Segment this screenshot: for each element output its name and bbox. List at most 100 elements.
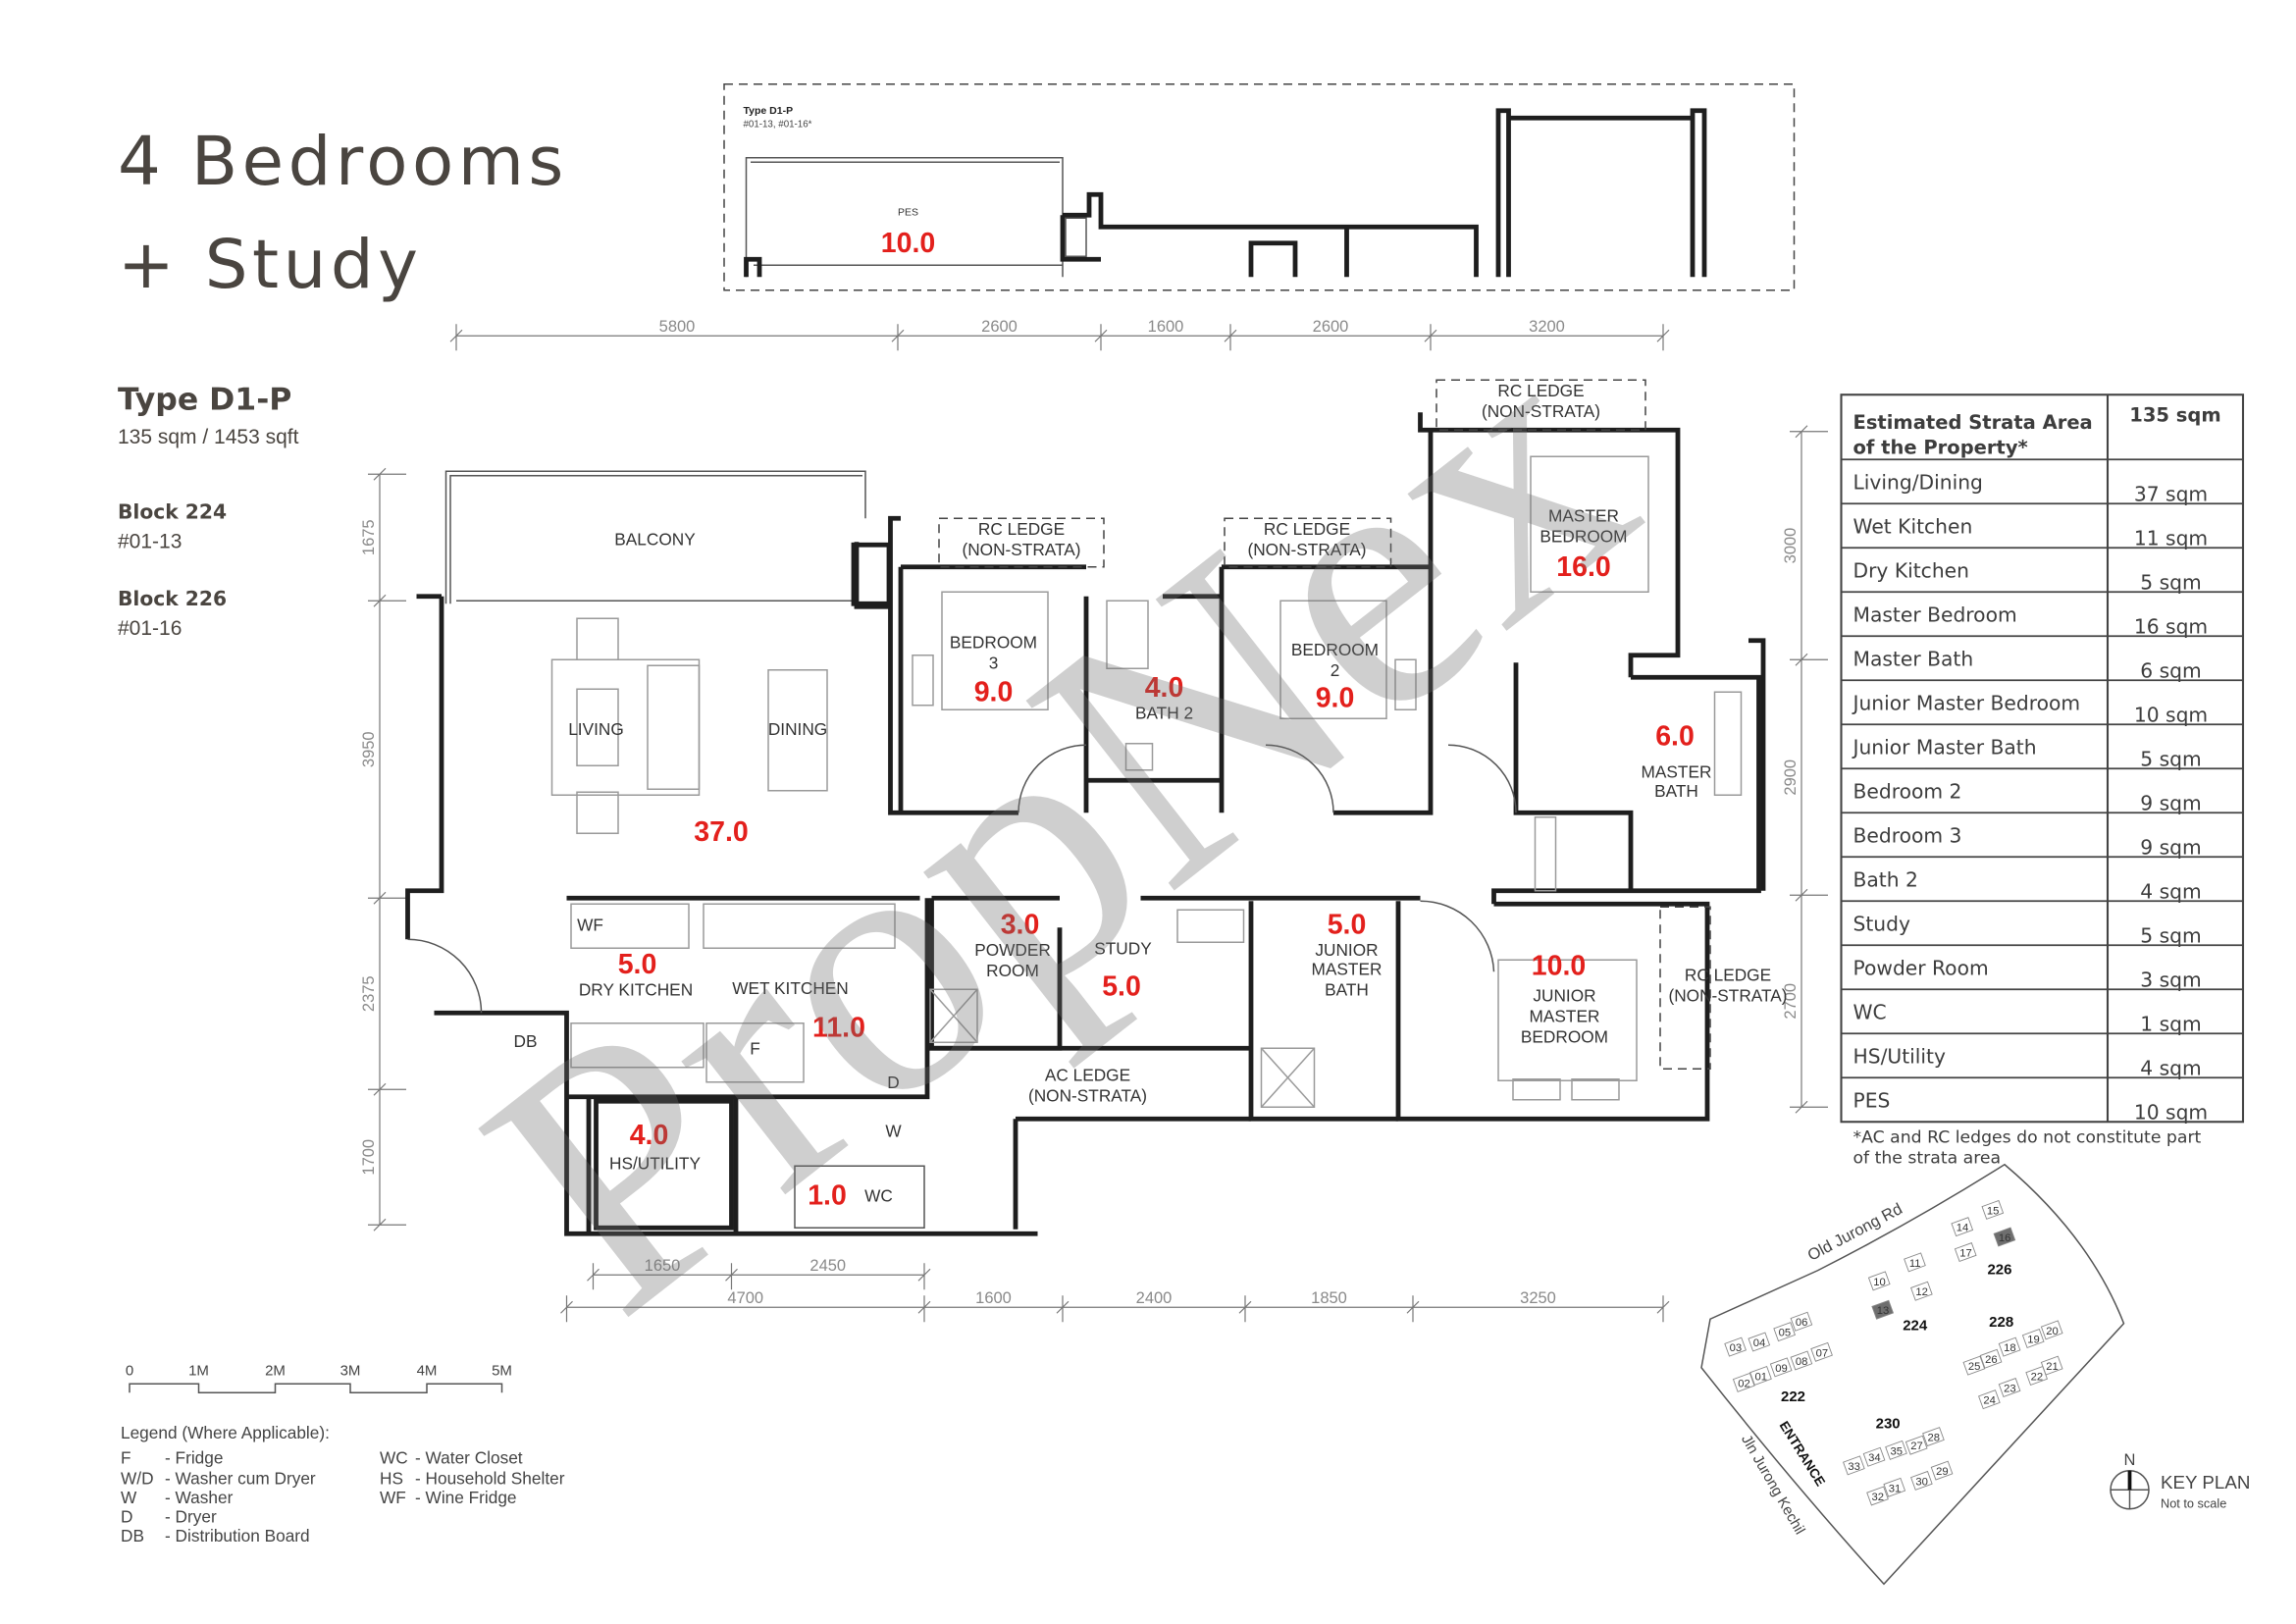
unit-block xyxy=(1922,1427,1945,1447)
dimension-label: 3250 xyxy=(1520,1289,1556,1307)
dimension-tick xyxy=(368,1082,406,1096)
unit-block xyxy=(1930,1460,1954,1481)
table-row-area: 9 sqm xyxy=(2140,791,2201,814)
table-row-area: 3 sqm xyxy=(2140,968,2201,991)
dimension-label: 3950 xyxy=(360,731,378,767)
dimension-tick xyxy=(1656,324,1670,351)
dimension-label: 3000 xyxy=(1782,528,1800,564)
dimension-label: 1600 xyxy=(975,1289,1012,1307)
area-wet-kitchen: 11.0 xyxy=(812,1012,865,1043)
key-plan-unit-label: 14 xyxy=(1957,1223,1969,1234)
dimension-tick xyxy=(1790,1100,1828,1114)
scale-bar-label: 5M xyxy=(492,1362,512,1379)
strata-area-table: Estimated Strata Area of the Property* 1… xyxy=(1840,393,2245,1168)
label-wc: WC xyxy=(864,1185,893,1205)
key-plan-block-label: 222 xyxy=(1781,1388,1805,1405)
legend-description: - Dryer xyxy=(165,1506,217,1526)
legend-code: DB xyxy=(121,1526,144,1545)
key-plan-unit-label: 33 xyxy=(1848,1461,1860,1473)
area-jm-bedroom: 10.0 xyxy=(1532,950,1586,981)
table-row-room: Junior Master Bedroom xyxy=(1852,691,2081,714)
unit-block xyxy=(1790,1350,1813,1371)
inset-units: #01-13, #01-16* xyxy=(744,119,812,130)
inset-border xyxy=(723,82,1796,291)
key-plan-block-label: 228 xyxy=(1989,1314,2013,1331)
unit-block xyxy=(2025,1365,2049,1386)
key-plan-unit-label: 23 xyxy=(2004,1384,2016,1395)
pes-area: 10.0 xyxy=(881,228,935,259)
label-master-bedroom: MASTER xyxy=(1548,505,1619,525)
dimension-tick xyxy=(1790,425,1828,439)
highlighted-unit-block xyxy=(1871,1299,1895,1320)
area-living-dining: 37.0 xyxy=(694,816,748,848)
highlighted-unit-block xyxy=(1993,1227,2016,1247)
key-plan-unit-label: 31 xyxy=(1889,1483,1902,1494)
key-plan-block-label: 224 xyxy=(1903,1317,1928,1334)
unit-block xyxy=(1724,1336,1747,1357)
table-row-area: 4 sqm xyxy=(2140,1056,2201,1079)
site-boundary xyxy=(1700,1163,2125,1586)
unit-block xyxy=(1732,1372,1755,1392)
table-row-room: PES xyxy=(1853,1088,1891,1112)
key-plan-unit-label: 09 xyxy=(1775,1363,1788,1375)
key-plan-unit-label: 32 xyxy=(1872,1492,1885,1503)
key-plan-unit-label: 05 xyxy=(1779,1328,1792,1339)
key-plan-block-label: 230 xyxy=(1876,1415,1901,1432)
unit-block xyxy=(1954,1242,1977,1263)
key-plan-unit-label: 12 xyxy=(1915,1286,1928,1298)
label-powder-room-2: ROOM xyxy=(986,961,1039,980)
dimension-label: 4700 xyxy=(727,1289,763,1307)
watermark-logo: PropNex xyxy=(417,262,1698,1388)
appliance-d: D xyxy=(887,1073,899,1092)
household-shelter xyxy=(594,1098,734,1231)
legend-description: - Washer xyxy=(165,1488,234,1507)
dimension-label: 3200 xyxy=(1529,318,1565,336)
table-row-room: Powder Room xyxy=(1853,956,1989,979)
unit-block xyxy=(1904,1252,1926,1273)
label-jm-bath-3: BATH xyxy=(1325,979,1369,999)
dimension-tick xyxy=(1790,653,1828,666)
scale-bar-label: 2M xyxy=(265,1362,286,1379)
rc-ledge-label: RC LEDGE xyxy=(1685,965,1771,984)
dimension-tick xyxy=(1656,1295,1670,1323)
rc-ledge-master xyxy=(1435,379,1646,431)
table-header-line-1: Estimated Strata Area xyxy=(1853,411,2093,434)
dimension-label: 2400 xyxy=(1136,1289,1173,1307)
dimension-tick xyxy=(917,1295,931,1323)
scale-bar-label: 1M xyxy=(188,1362,209,1379)
compass-icon xyxy=(2110,1470,2150,1510)
dimension-tick xyxy=(1056,1295,1070,1323)
area-master-bedroom: 16.0 xyxy=(1556,551,1610,583)
label-dining: DINING xyxy=(768,719,827,739)
dimension-label: 1850 xyxy=(1311,1289,1347,1307)
label-bedroom3-number: 3 xyxy=(989,653,999,672)
legend-code: F xyxy=(121,1447,131,1467)
dimension-tick xyxy=(1094,324,1108,351)
table-row-room: Master Bedroom xyxy=(1853,602,2017,626)
label-bedroom3: BEDROOM xyxy=(950,632,1037,652)
label-powder-room: POWDER xyxy=(974,940,1051,960)
area-dry-kitchen: 5.0 xyxy=(618,949,657,980)
key-plan-unit-label: 29 xyxy=(1936,1466,1949,1478)
pes-label: PES xyxy=(898,206,918,218)
key-plan-unit-label: 26 xyxy=(1985,1354,1998,1366)
unit-block xyxy=(1910,1281,1933,1301)
key-plan-unit-label: 07 xyxy=(1816,1347,1829,1359)
table-row-area: 4 sqm xyxy=(2140,879,2201,903)
rc-ledge-jm xyxy=(1659,906,1711,1070)
rc-ledge-sublabel: (NON-STRATA) xyxy=(1247,540,1366,559)
dimension-label: 5800 xyxy=(659,318,696,336)
unit-block xyxy=(1749,1365,1772,1386)
title-block: 4 Bedrooms + Study Type D1-P 135 sqm / 1… xyxy=(118,123,563,640)
rc-ledge-bedroom2 xyxy=(1224,517,1392,568)
table-row-room: Living/Dining xyxy=(1853,470,1983,494)
appliance-db: DB xyxy=(514,1031,538,1051)
title-line-2: + Study xyxy=(118,226,422,304)
unit-block xyxy=(1981,1199,2005,1220)
key-plan-unit-label: 13 xyxy=(1877,1305,1890,1317)
key-plan-unit-label: 20 xyxy=(2046,1326,2059,1337)
label-jm-bedroom-2: MASTER xyxy=(1530,1006,1600,1025)
key-plan-unit-label: 08 xyxy=(1796,1356,1808,1368)
